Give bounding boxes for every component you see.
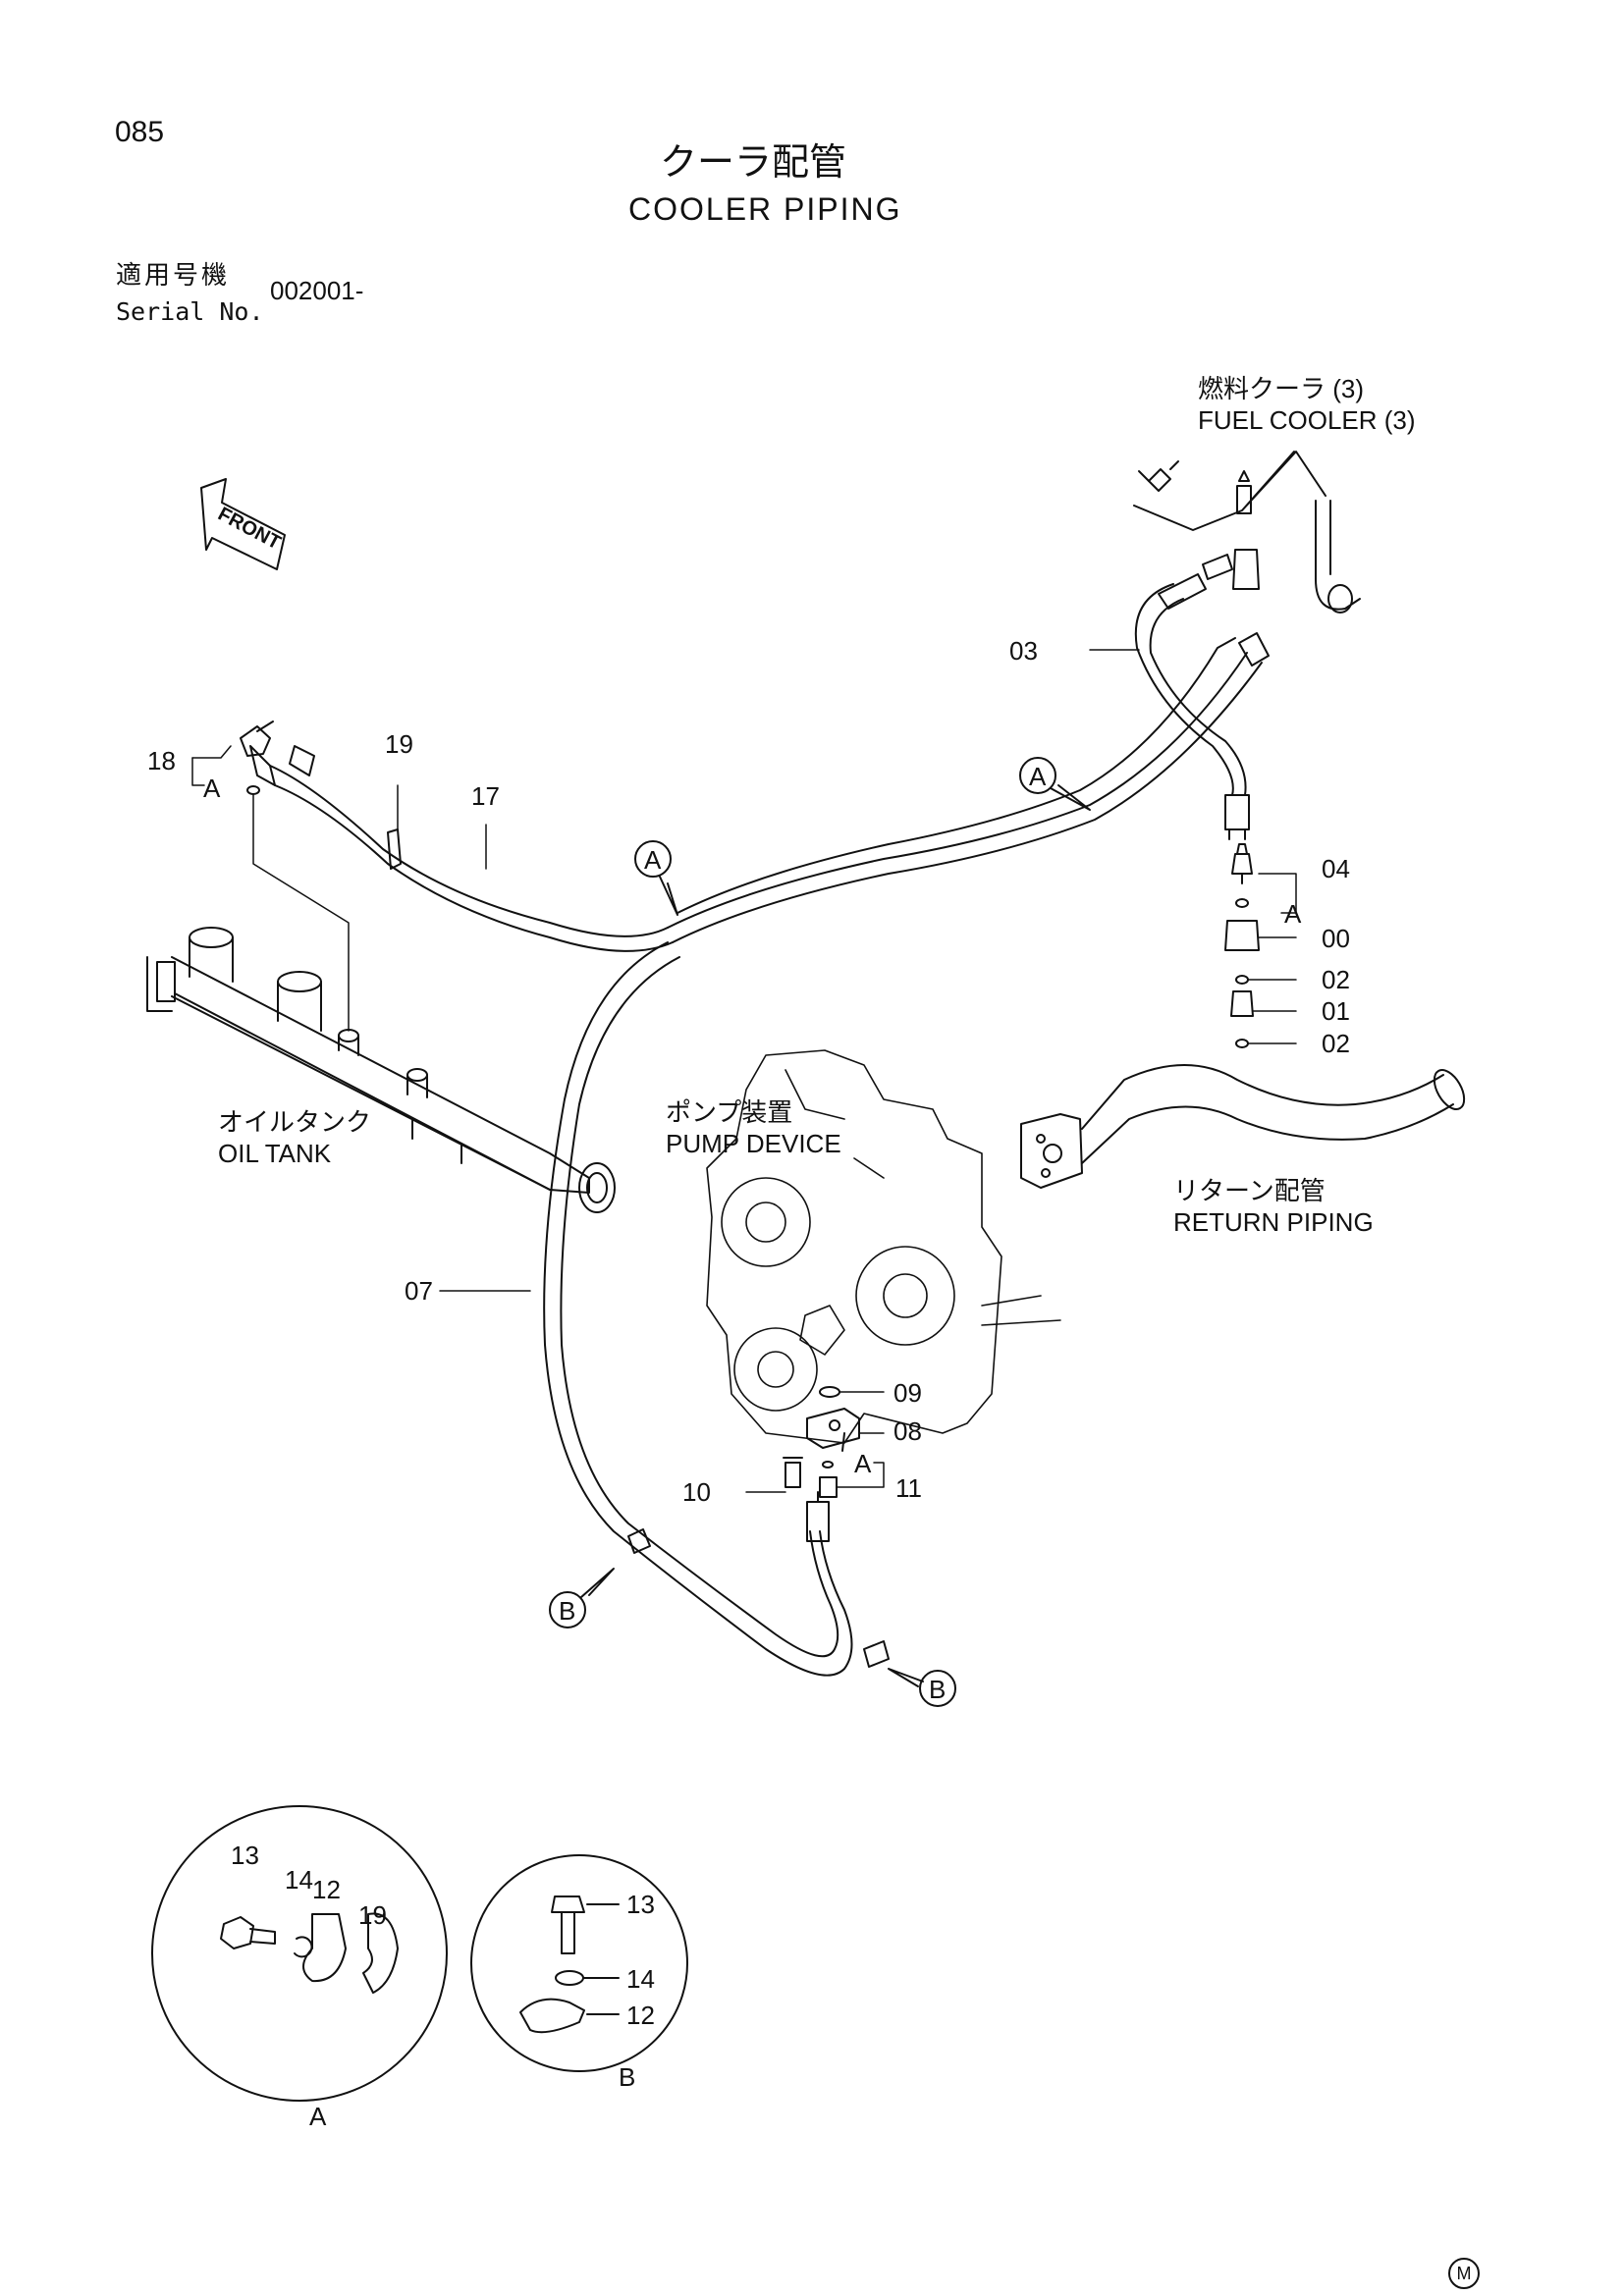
fuel-cooler-label-en: FUEL COOLER (3) (1198, 405, 1416, 435)
callout-markers (549, 757, 1091, 1707)
hose-17 (249, 632, 1270, 952)
part-number-11: 11 (895, 1473, 922, 1503)
maker-mark-icon: M (1448, 2258, 1480, 2289)
fuel-cooler-label-jp: 燃料クーラ (3) (1198, 374, 1365, 403)
part-number-02-upper: 02 (1322, 965, 1350, 994)
part-number-18: 18 (147, 746, 176, 775)
oil-tank-label-en: OIL TANK (218, 1139, 332, 1168)
fuel-cooler-fittings (1133, 451, 1361, 614)
pump-device-label-en: PUMP DEVICE (666, 1129, 841, 1158)
detail-b-label: B (619, 2062, 636, 2092)
leader-lines (191, 649, 1297, 1493)
detail-a-part-14: 14 (285, 1865, 313, 1895)
detail-a-part-12: 12 (312, 1875, 341, 1904)
part-number-10: 10 (682, 1477, 711, 1507)
callout-b-2: B (929, 1675, 947, 1704)
part-number-01: 01 (1322, 996, 1350, 1026)
part-number-17: 17 (471, 781, 500, 811)
detail-a-part-13: 13 (231, 1841, 259, 1870)
page-title-jp: クーラ配管 (660, 140, 847, 184)
callout-a-5: A (854, 1449, 872, 1478)
part-number-04: 04 (1322, 854, 1350, 883)
page-number: 085 (115, 116, 165, 148)
oil-tank-label-jp: オイルタンク (218, 1107, 372, 1137)
hose-03 (1134, 554, 1250, 840)
callout-a-4: A (1284, 899, 1302, 929)
detail-a (151, 1805, 448, 2102)
serial-label-jp: 適用号機 (116, 261, 231, 291)
part-number-08: 08 (893, 1416, 922, 1446)
detail-b-part-12: 12 (626, 2001, 655, 2030)
part-number-19: 19 (385, 729, 413, 759)
serial-value: 002001- (270, 276, 364, 305)
elbow-18 (240, 721, 274, 795)
detail-a-part-19: 19 (358, 1900, 387, 1930)
return-piping (1020, 1064, 1466, 1189)
front-arrow-label: FRONT (214, 504, 284, 555)
callout-a-3: A (203, 774, 221, 803)
part-number-03: 03 (1009, 636, 1038, 666)
callout-a-2: A (1029, 762, 1047, 791)
page-title-en: COOLER PIPING (628, 191, 902, 227)
callout-a-1: A (644, 845, 662, 875)
pump-fittings (783, 1386, 860, 1498)
clamp-19 (387, 828, 402, 870)
return-piping-label-jp: リターン配管 (1173, 1176, 1326, 1205)
part-number-00: 00 (1322, 924, 1350, 953)
fitting-stack (1224, 843, 1260, 1048)
callout-b-1: B (559, 1596, 576, 1626)
pump-device-label-jp: ポンプ装置 (666, 1097, 793, 1127)
oil-tank (146, 927, 616, 1213)
part-number-07: 07 (405, 1276, 433, 1306)
front-arrow-icon: FRONT (200, 478, 286, 570)
detail-b-part-13: 13 (626, 1890, 655, 1919)
detail-b-part-14: 14 (626, 1964, 655, 1994)
pump-device (706, 1049, 1061, 1444)
detail-a-label: A (309, 2102, 327, 2131)
part-number-09: 09 (893, 1378, 922, 1408)
return-piping-label-en: RETURN PIPING (1173, 1207, 1374, 1237)
detail-b (470, 1854, 688, 2072)
part-number-02-lower: 02 (1322, 1029, 1350, 1058)
serial-label-en: Serial No. (116, 297, 264, 326)
hose-07 (543, 941, 890, 1677)
